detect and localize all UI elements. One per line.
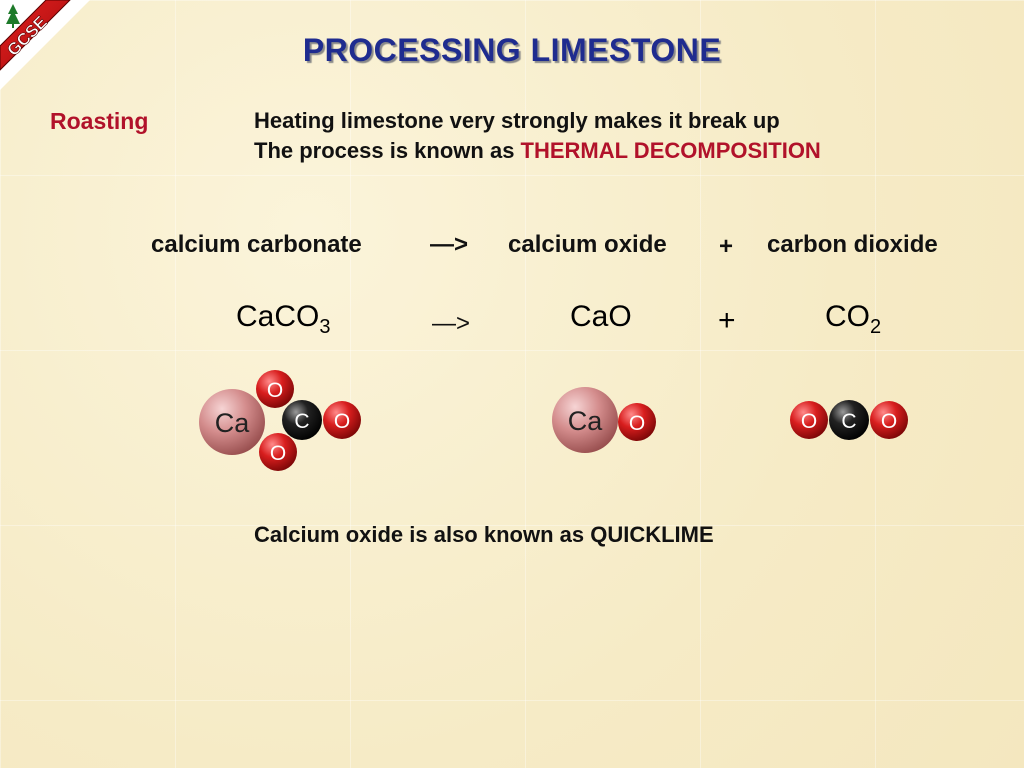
tree-icon: [6, 4, 20, 28]
oxygen-atom-left: O: [790, 401, 828, 439]
oxygen-symbol: O: [801, 410, 817, 433]
word-plus: +: [719, 233, 734, 260]
calcium-symbol: Ca: [568, 406, 603, 436]
roasting-description-prefix: The process is known as: [254, 138, 521, 163]
formula-reactant: CaCO3: [236, 300, 330, 339]
carbon-atom: C: [829, 400, 869, 440]
oxygen-atom-right: O: [323, 401, 361, 439]
molecule-models: Ca O O O C Ca O O: [199, 370, 908, 471]
formula-product-2-base: CO: [825, 300, 870, 333]
carbon-symbol: C: [841, 410, 856, 433]
calcium-atom: Ca: [199, 389, 265, 455]
carbon-atom: C: [282, 400, 322, 440]
carbon-symbol: C: [294, 410, 309, 433]
roasting-description-1: Heating limestone very strongly makes it…: [254, 108, 780, 133]
calcium-carbonate-molecule: Ca O O O C: [199, 370, 361, 471]
page-title: PROCESSING LIMESTONE: [302, 32, 722, 68]
formula-reactant-base: CaCO: [236, 300, 320, 333]
carbon-dioxide-molecule: O O C: [790, 400, 908, 440]
oxygen-symbol: O: [881, 410, 897, 433]
oxygen-atom-right: O: [870, 401, 908, 439]
word-product-1: calcium oxide: [508, 231, 667, 258]
calcium-oxide-molecule: Ca O: [552, 387, 656, 453]
oxygen-atom-top: O: [256, 370, 294, 408]
calcium-atom: Ca: [552, 387, 618, 453]
formula-plus: +: [718, 304, 736, 337]
word-reactant: calcium carbonate: [151, 231, 362, 258]
roasting-description-2: The process is known as THERMAL DECOMPOS…: [254, 138, 821, 164]
calcium-symbol: Ca: [215, 408, 250, 438]
formula-arrow: —>: [432, 310, 471, 337]
oxygen-atom-bottom: O: [259, 433, 297, 471]
formula-reactant-subscript: 3: [319, 316, 331, 338]
formula-product-2: CO2: [825, 300, 881, 339]
word-product-2: carbon dioxide: [767, 231, 938, 258]
roasting-label: Roasting: [50, 108, 149, 134]
oxygen-symbol: O: [334, 410, 350, 433]
oxygen-symbol: O: [270, 442, 286, 465]
oxygen-symbol: O: [267, 379, 283, 402]
formula-product-2-subscript: 2: [870, 316, 882, 338]
quicklime-note: Calcium oxide is also known as QUICKLIME: [254, 522, 714, 547]
word-arrow: —>: [430, 231, 469, 258]
formula-product-1: CaO: [570, 300, 632, 333]
oxygen-symbol: O: [629, 412, 645, 435]
oxygen-atom: O: [618, 403, 656, 441]
gcse-badge: GCSE: [0, 0, 90, 90]
thermal-decomposition-term: THERMAL DECOMPOSITION: [520, 138, 821, 163]
